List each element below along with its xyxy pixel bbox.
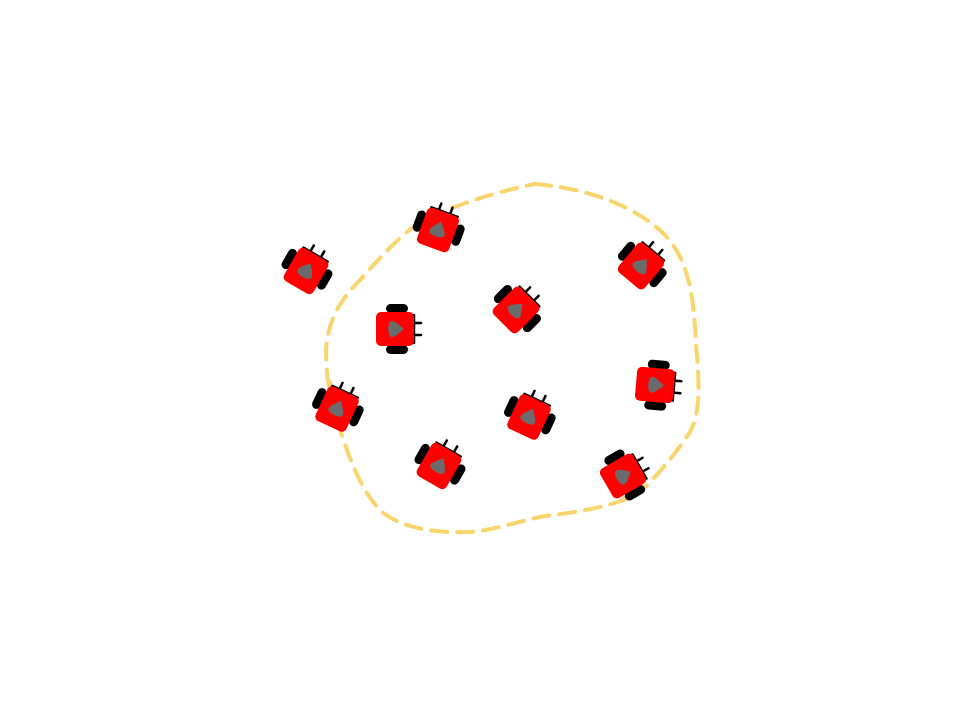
robot-sensor [442, 439, 449, 448]
robot-wheel-left [312, 388, 327, 409]
robot-wheel-right [522, 313, 542, 333]
robot-wheel-right [624, 485, 646, 501]
robot-icon [492, 284, 542, 334]
robot-sensor [319, 250, 326, 259]
robot-wheel-right [649, 268, 667, 288]
robot-sensor [309, 244, 316, 253]
robot-wheel-right [450, 464, 466, 485]
robot-icon [412, 202, 465, 253]
robot-wheel-left [281, 248, 297, 270]
robot-icon [504, 389, 556, 440]
robot-wheel-left [647, 359, 670, 370]
robot-wheel-left [412, 210, 427, 232]
robot-icon [376, 304, 423, 354]
robot-sensor [656, 248, 664, 257]
robot-sensor [532, 294, 540, 303]
robot-sensor [672, 391, 682, 395]
robot-wheel-left [504, 396, 519, 417]
robot-wheel-left [617, 241, 636, 261]
robot-wheel-left [386, 304, 408, 313]
robot-sensor [338, 381, 344, 391]
robot-icon [635, 359, 683, 411]
robot-wheel-right [349, 405, 364, 427]
robot-heading-marker [520, 408, 536, 425]
robot-icon [414, 439, 466, 490]
robot-sensor [448, 206, 454, 216]
robot-wheel-right [317, 269, 333, 290]
robot-icon [599, 449, 650, 501]
robot-wheel-right [541, 413, 556, 435]
robot-sensor [673, 379, 683, 383]
robot-heading-marker [430, 458, 446, 474]
robot-heading-marker [507, 303, 523, 319]
robot-sensor [530, 389, 536, 399]
robot-sensor [541, 394, 547, 404]
robot-heading-marker [297, 263, 313, 279]
robot-sensor [349, 386, 355, 396]
robot-heading-marker [648, 376, 664, 393]
robot-wheel-left [604, 449, 625, 465]
robot-group [281, 202, 683, 501]
robot-icon [617, 240, 667, 290]
robot-sensor [437, 202, 443, 212]
robot-wheel-right [644, 400, 667, 411]
robot-sensor [641, 466, 650, 473]
robot-heading-marker [615, 469, 631, 485]
robot-icon [312, 381, 364, 432]
robot-heading-marker [328, 400, 344, 417]
robot-icon [281, 244, 333, 295]
robot-heading-marker [632, 259, 647, 275]
swarm-boundary-outline [323, 181, 701, 535]
robot-sensor [523, 286, 532, 294]
robot-wheel-right [386, 345, 408, 354]
robot-sensor [635, 456, 644, 463]
robot-heading-marker [429, 221, 445, 238]
robot-wheel-left [493, 284, 513, 304]
robot-sensor [647, 240, 655, 249]
robot-sensor [452, 445, 459, 454]
robot-wheel-left [414, 443, 430, 465]
robot-heading-marker [388, 321, 404, 337]
robot-wheel-right [451, 224, 465, 246]
